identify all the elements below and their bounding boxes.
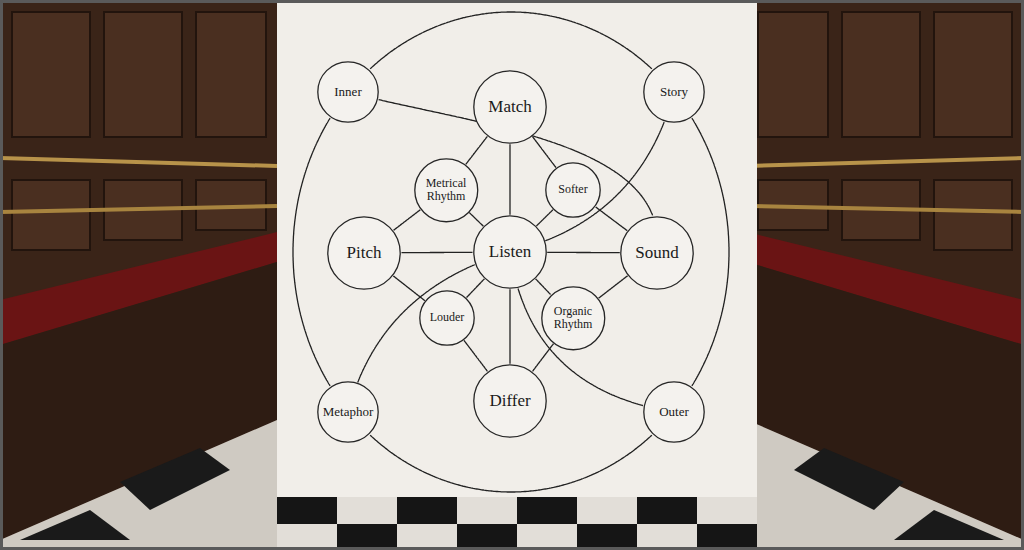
floor-tile [894,510,1004,540]
outer-circle: Outer [643,381,705,443]
floor [747,420,1024,550]
ring-arc [293,118,330,386]
small-circle: Softer [545,162,601,218]
small-circle: Metrical Rhythm [414,158,479,223]
circle-shape [318,382,378,442]
floor-tile [120,448,230,510]
floor-tile [20,510,130,540]
node-label: Softer [558,183,587,196]
connector-line [402,252,473,254]
circle-shape [474,216,546,288]
node-label: Differ [489,392,530,411]
connector-line [466,136,488,164]
brass-rail [747,206,1024,212]
main-circle: Pitch [327,216,401,290]
circle-shape [474,71,546,143]
node-label: Listen [489,243,532,262]
brass-rail [0,206,277,212]
connector-line [533,137,557,168]
center-circle: Listen [473,215,547,289]
connector-line [509,289,510,364]
connector-line [509,144,510,215]
ring-arc [370,435,652,492]
node-label: Inner [334,85,361,99]
circle-shape [542,287,605,350]
floor-checkers [277,497,757,550]
right-panels [758,12,1012,250]
left-wall [0,0,277,550]
small-circle: Organic Rhythm [541,286,606,351]
connector-line [394,210,421,231]
node-label: Match [488,98,531,117]
outer-circle: Inner [317,61,379,123]
circle-shape [644,382,704,442]
node-label: Sound [635,244,678,263]
ring-arc [370,12,652,69]
connector-line [533,344,554,372]
connector-line [596,207,628,231]
circle-shape [546,163,600,217]
circle-shape [644,62,704,122]
node-label: Metrical Rhythm [421,177,471,203]
right-wall [747,0,1024,550]
circle-shape [318,62,378,122]
node-label: Story [660,85,688,99]
node-label: Organic Rhythm [548,305,598,331]
circle-shape [328,217,400,289]
nave [277,0,757,550]
node-label: Louder [430,311,465,324]
outer-circle: Story [643,61,705,123]
connector-line [547,252,620,254]
connector-line [467,279,485,298]
floor-tile [794,448,904,510]
connector-line [599,276,628,298]
circle-shape [474,365,546,437]
outer-circle: Metaphor [317,381,379,443]
node-label: Metaphor [323,405,374,419]
connector-line [536,279,551,295]
connector-line [464,340,488,371]
connector-line [469,213,483,227]
connector-line [537,210,553,226]
left-panels [12,12,266,250]
brass-rail [747,158,1024,166]
brass-rail [0,158,277,166]
node-label: Pitch [347,244,382,263]
main-circle: Differ [473,364,547,438]
circle-shape [420,291,474,345]
circle-shape [621,217,693,289]
main-circle: Match [473,70,547,144]
ring-arc [692,118,729,386]
small-circle: Louder [419,290,475,346]
node-label: Outer [659,405,689,419]
main-circle: Sound [620,216,694,290]
circle-shape [415,159,478,222]
white-panel [277,0,757,497]
floor [0,420,277,550]
